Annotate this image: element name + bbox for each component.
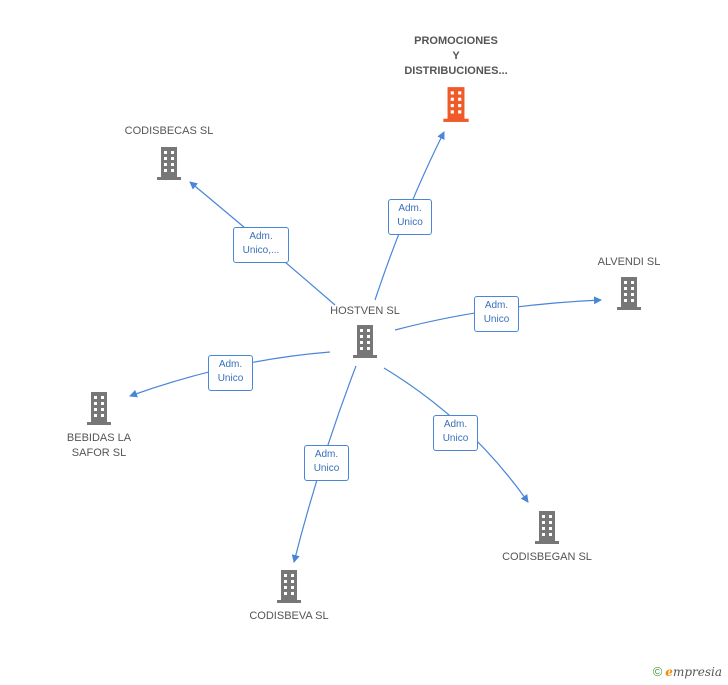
node-hostven[interactable]: HOSTVEN SL — [310, 304, 420, 364]
building-icon — [277, 570, 301, 603]
node-label: CODISBEVA SL — [249, 610, 329, 622]
node-label: ALVENDI SL — [597, 256, 661, 268]
node-label-line: BEBIDAS LA — [66, 432, 132, 444]
node-promociones[interactable]: PROMOCIONES Y DISTRIBUCIONES... — [386, 34, 526, 128]
edge-label-line: Unico — [313, 463, 340, 474]
edge-label-line: Adm. — [218, 359, 243, 370]
node-label-line: SAFOR SL — [71, 447, 127, 459]
node-label: HOSTVEN SL — [330, 305, 400, 317]
node-bebidas[interactable]: BEBIDAS LA SAFOR SL — [54, 390, 144, 461]
node-label-line: Y — [452, 50, 460, 62]
node-alvendi[interactable]: ALVENDI SL — [584, 255, 674, 316]
node-label-line: PROMOCIONES — [414, 35, 498, 47]
building-icon — [443, 87, 469, 122]
copyright-icon: © — [652, 664, 663, 679]
edge-label-line: Adm. — [249, 231, 273, 242]
node-codisbeva[interactable]: CODISBEVA SL — [234, 568, 344, 624]
node-codisbecas[interactable]: CODISBECAS SL — [114, 124, 224, 186]
edge-label-line: Adm. — [314, 449, 339, 460]
edge-label-line: Adm. — [398, 203, 422, 214]
building-icon — [353, 325, 377, 358]
edge-label-codisbecas[interactable]: Adm. Unico,... — [233, 227, 289, 263]
brand-name: empresia — [665, 665, 722, 679]
edge-label-line: Unico,... — [242, 245, 280, 256]
edge-label-alvendi[interactable]: Adm. Unico — [474, 296, 519, 332]
node-label: CODISBECAS SL — [124, 125, 214, 137]
edge-label-bebidas[interactable]: Adm. Unico — [208, 355, 253, 391]
empresia-logo: ©empresia — [653, 664, 722, 679]
edge-label-line: Unico — [397, 217, 423, 228]
edge-label-promociones[interactable]: Adm. Unico — [388, 199, 432, 235]
edge-label-line: Unico — [217, 373, 244, 384]
node-label-line: DISTRIBUCIONES... — [404, 65, 508, 77]
building-icon — [617, 277, 641, 310]
node-codisbegan[interactable]: CODISBEGAN SL — [492, 509, 602, 565]
edge-label-codisbegan[interactable]: Adm. Unico — [433, 415, 478, 451]
edge-label-line: Unico — [483, 314, 510, 325]
building-icon — [87, 392, 111, 425]
edge-label-line: Adm. — [443, 419, 468, 430]
building-icon — [535, 511, 559, 544]
edge-label-line: Adm. — [484, 300, 509, 311]
building-icon — [157, 147, 181, 180]
edge-label-line: Unico — [442, 433, 469, 444]
node-label: CODISBEGAN SL — [502, 551, 592, 563]
edge-label-codisbeva[interactable]: Adm. Unico — [304, 445, 349, 481]
